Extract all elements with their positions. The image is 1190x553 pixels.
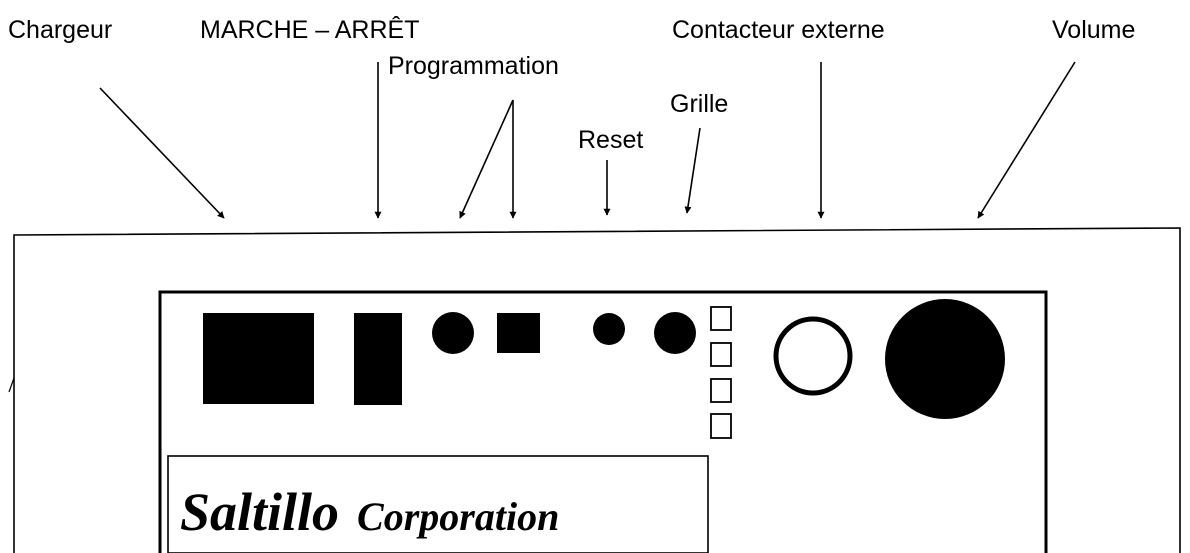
programmation-button-round: [432, 312, 474, 354]
grille-button: [654, 312, 696, 354]
marche-arret-switch: [354, 313, 402, 405]
brand-name: Saltillo: [180, 482, 339, 542]
label-contacteur-externe: Contacteur externe: [672, 16, 885, 44]
grille-indicator: [710, 342, 732, 367]
label-reset: Reset: [578, 126, 643, 154]
programmation-button-square: [497, 313, 540, 353]
brand-logo: Saltillo Corporation: [180, 482, 559, 542]
outer-body-tick: [8, 377, 15, 393]
arrow-volume: [977, 61, 1076, 219]
grille-indicator: [710, 306, 732, 331]
label-grille: Grille: [670, 90, 728, 118]
reset-button: [593, 313, 625, 345]
label-chargeur: Chargeur: [8, 16, 112, 44]
grille-indicator: [710, 413, 732, 439]
contacteur-externe-jack: [773, 316, 853, 396]
arrow-programmation-left: [459, 99, 514, 219]
grille-indicators: [710, 306, 732, 439]
label-volume: Volume: [1052, 16, 1135, 44]
label-marche-arret: MARCHE – ARRÊT: [200, 15, 419, 44]
arrow-grille: [684, 127, 701, 214]
brand-plate: [167, 455, 709, 553]
label-programmation: Programmation: [388, 52, 559, 80]
chargeur-port: [203, 313, 314, 404]
grille-indicator: [710, 378, 732, 403]
volume-knob: [885, 299, 1005, 419]
device-outer-body: [13, 227, 1181, 553]
front-panel: [158, 290, 1048, 553]
arrow-chargeur: [99, 87, 225, 219]
brand-suffix: Corporation: [357, 494, 559, 539]
